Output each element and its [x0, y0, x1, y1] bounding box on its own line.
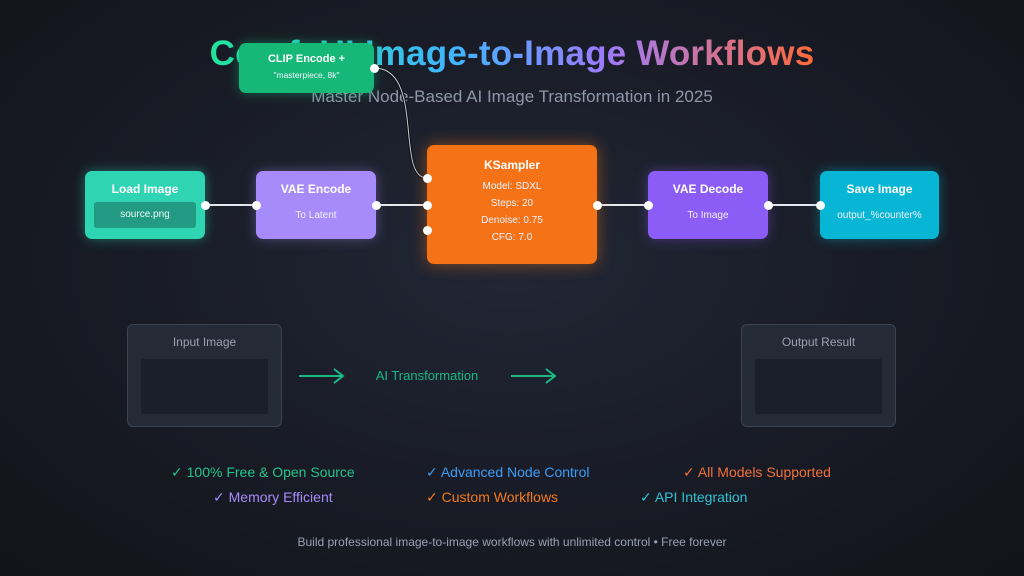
save-image-node[interactable]: Save Image output_%counter%: [820, 171, 939, 239]
vae-decode-output-port[interactable]: [763, 200, 773, 210]
feature-memory-efficient: ✓ Memory Efficient: [213, 489, 333, 505]
ksampler-title: KSampler: [483, 158, 541, 172]
load-image-title: Load Image: [111, 182, 179, 196]
ksampler-input-port-latent[interactable]: [422, 200, 432, 210]
load-image-file: source.png: [94, 202, 196, 228]
page-subtitle: Master Node-Based AI Image Transformatio…: [311, 87, 713, 106]
ksampler-input-port-conditioning[interactable]: [422, 173, 432, 183]
output-result-label: Output Result: [781, 335, 856, 349]
ksampler-cfg: CFG: 7.0: [491, 232, 533, 243]
wire-clip-to-ksampler: [373, 66, 428, 180]
output-result-placeholder: [755, 359, 882, 414]
input-image-label: Input Image: [172, 335, 237, 349]
vae-encode-output-port[interactable]: [371, 200, 381, 210]
footer-text: Build professional image-to-image workfl…: [297, 535, 727, 549]
save-image-input-port[interactable]: [815, 200, 825, 210]
arrow-right-icon: [511, 368, 557, 384]
input-image-placeholder: [141, 359, 268, 414]
vae-encode-input-port[interactable]: [251, 200, 261, 210]
vae-decode-title: VAE Decode: [672, 182, 744, 196]
ksampler-model: Model: SDXL: [482, 181, 542, 192]
vae-decode-sub: To Image: [687, 210, 729, 221]
ksampler-input-port-extra[interactable]: [422, 225, 432, 235]
input-image-panel: Input Image: [127, 324, 282, 427]
vae-encode-sub: To Latent: [295, 210, 337, 221]
vae-decode-input-port[interactable]: [643, 200, 653, 210]
vae-encode-node[interactable]: VAE Encode To Latent: [256, 171, 376, 239]
load-image-output-port[interactable]: [200, 200, 210, 210]
clip-encode-node[interactable]: CLIP Encode + "masterpiece, 8k": [239, 43, 374, 93]
load-image-node[interactable]: Load Image source.png: [85, 171, 205, 239]
vae-encode-title: VAE Encode: [280, 182, 352, 196]
ksampler-output-port[interactable]: [592, 200, 602, 210]
ai-transformation-label: AI Transformation: [375, 368, 479, 383]
save-image-sub: output_%counter%: [837, 210, 922, 221]
clip-encode-prompt: "masterpiece, 8k": [273, 70, 340, 80]
save-image-title: Save Image: [846, 182, 913, 196]
output-result-panel: Output Result: [741, 324, 896, 427]
arrow-right-icon: [299, 368, 345, 384]
feature-custom-workflows: ✓ Custom Workflows: [426, 489, 559, 505]
vae-decode-node[interactable]: VAE Decode To Image: [648, 171, 768, 239]
feature-free-open-source: ✓ 100% Free & Open Source: [171, 464, 355, 480]
clip-encode-output-port[interactable]: [369, 63, 379, 73]
ksampler-steps: Steps: 20: [490, 198, 534, 209]
feature-api-integration: ✓ API Integration: [640, 489, 748, 505]
ksampler-node[interactable]: KSampler Model: SDXL Steps: 20 Denoise: …: [427, 145, 597, 264]
feature-all-models-supported: ✓ All Models Supported: [683, 464, 831, 480]
clip-encode-title: CLIP Encode +: [267, 53, 346, 65]
feature-advanced-node-control: ✓ Advanced Node Control: [426, 464, 590, 480]
ksampler-denoise: Denoise: 0.75: [481, 215, 543, 226]
